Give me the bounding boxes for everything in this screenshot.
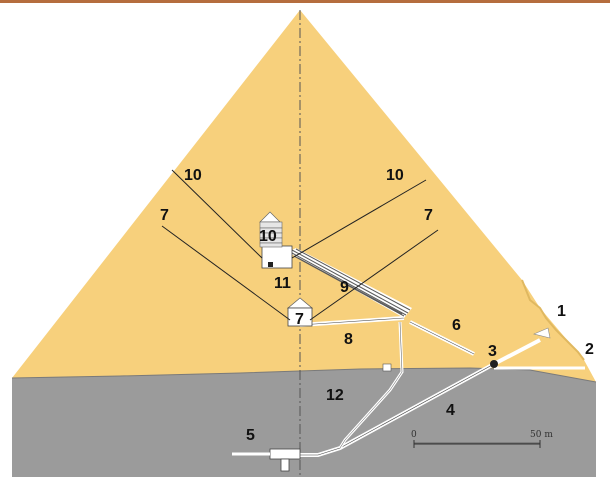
bedrock-surface-line	[11, 367, 597, 383]
label-7-queens-chamber: 7	[295, 311, 304, 328]
junction-point	[490, 360, 498, 368]
label-6: 6	[452, 317, 461, 334]
kings-chamber	[261, 245, 293, 269]
pyramid-body	[12, 10, 596, 382]
grand-gallery	[288, 248, 412, 318]
bedrock-ground	[12, 368, 596, 477]
top-border	[0, 0, 610, 3]
label-7-north: 7	[160, 207, 169, 224]
relieving-chambers	[259, 211, 283, 248]
entrance-corridor	[493, 338, 541, 366]
damaged-casing-edge	[521, 279, 585, 361]
label-8: 8	[344, 331, 353, 348]
label-1: 1	[557, 303, 566, 320]
grand-gallery-hatching	[291, 248, 411, 317]
well-shaft-outline	[339, 321, 403, 449]
subterranean-pit	[280, 458, 290, 472]
label-7-south: 7	[424, 207, 433, 224]
queens-chamber-north-shaft	[161, 225, 291, 321]
label-5: 5	[246, 427, 255, 444]
ascending-passage-outline	[409, 321, 475, 355]
label-3: 3	[488, 343, 497, 360]
label-11: 11	[274, 275, 291, 292]
scale-bar-end-label: 50 m	[530, 430, 553, 440]
label-2: 2	[585, 341, 594, 358]
queens-chamber	[287, 307, 313, 327]
label-10-north: 10	[184, 167, 202, 184]
queens-chamber-south-shaft	[309, 229, 439, 321]
label-4: 4	[446, 402, 455, 419]
kings-chamber-south-shaft	[291, 179, 427, 259]
kings-chamber-north-shaft	[171, 169, 263, 259]
horizontal-passage-outline	[299, 317, 405, 326]
sarcophagus	[268, 262, 273, 267]
grotto	[382, 363, 392, 372]
scale-bar	[413, 440, 541, 448]
scale-bar-start-label: 0	[411, 430, 417, 440]
label-10-south: 10	[386, 167, 404, 184]
label-12: 12	[326, 387, 344, 404]
subterranean-chamber	[269, 448, 301, 460]
original-entrance-notch	[533, 327, 551, 339]
label-10-relieving-chambers: 10	[259, 228, 277, 245]
label-9: 9	[340, 279, 349, 296]
